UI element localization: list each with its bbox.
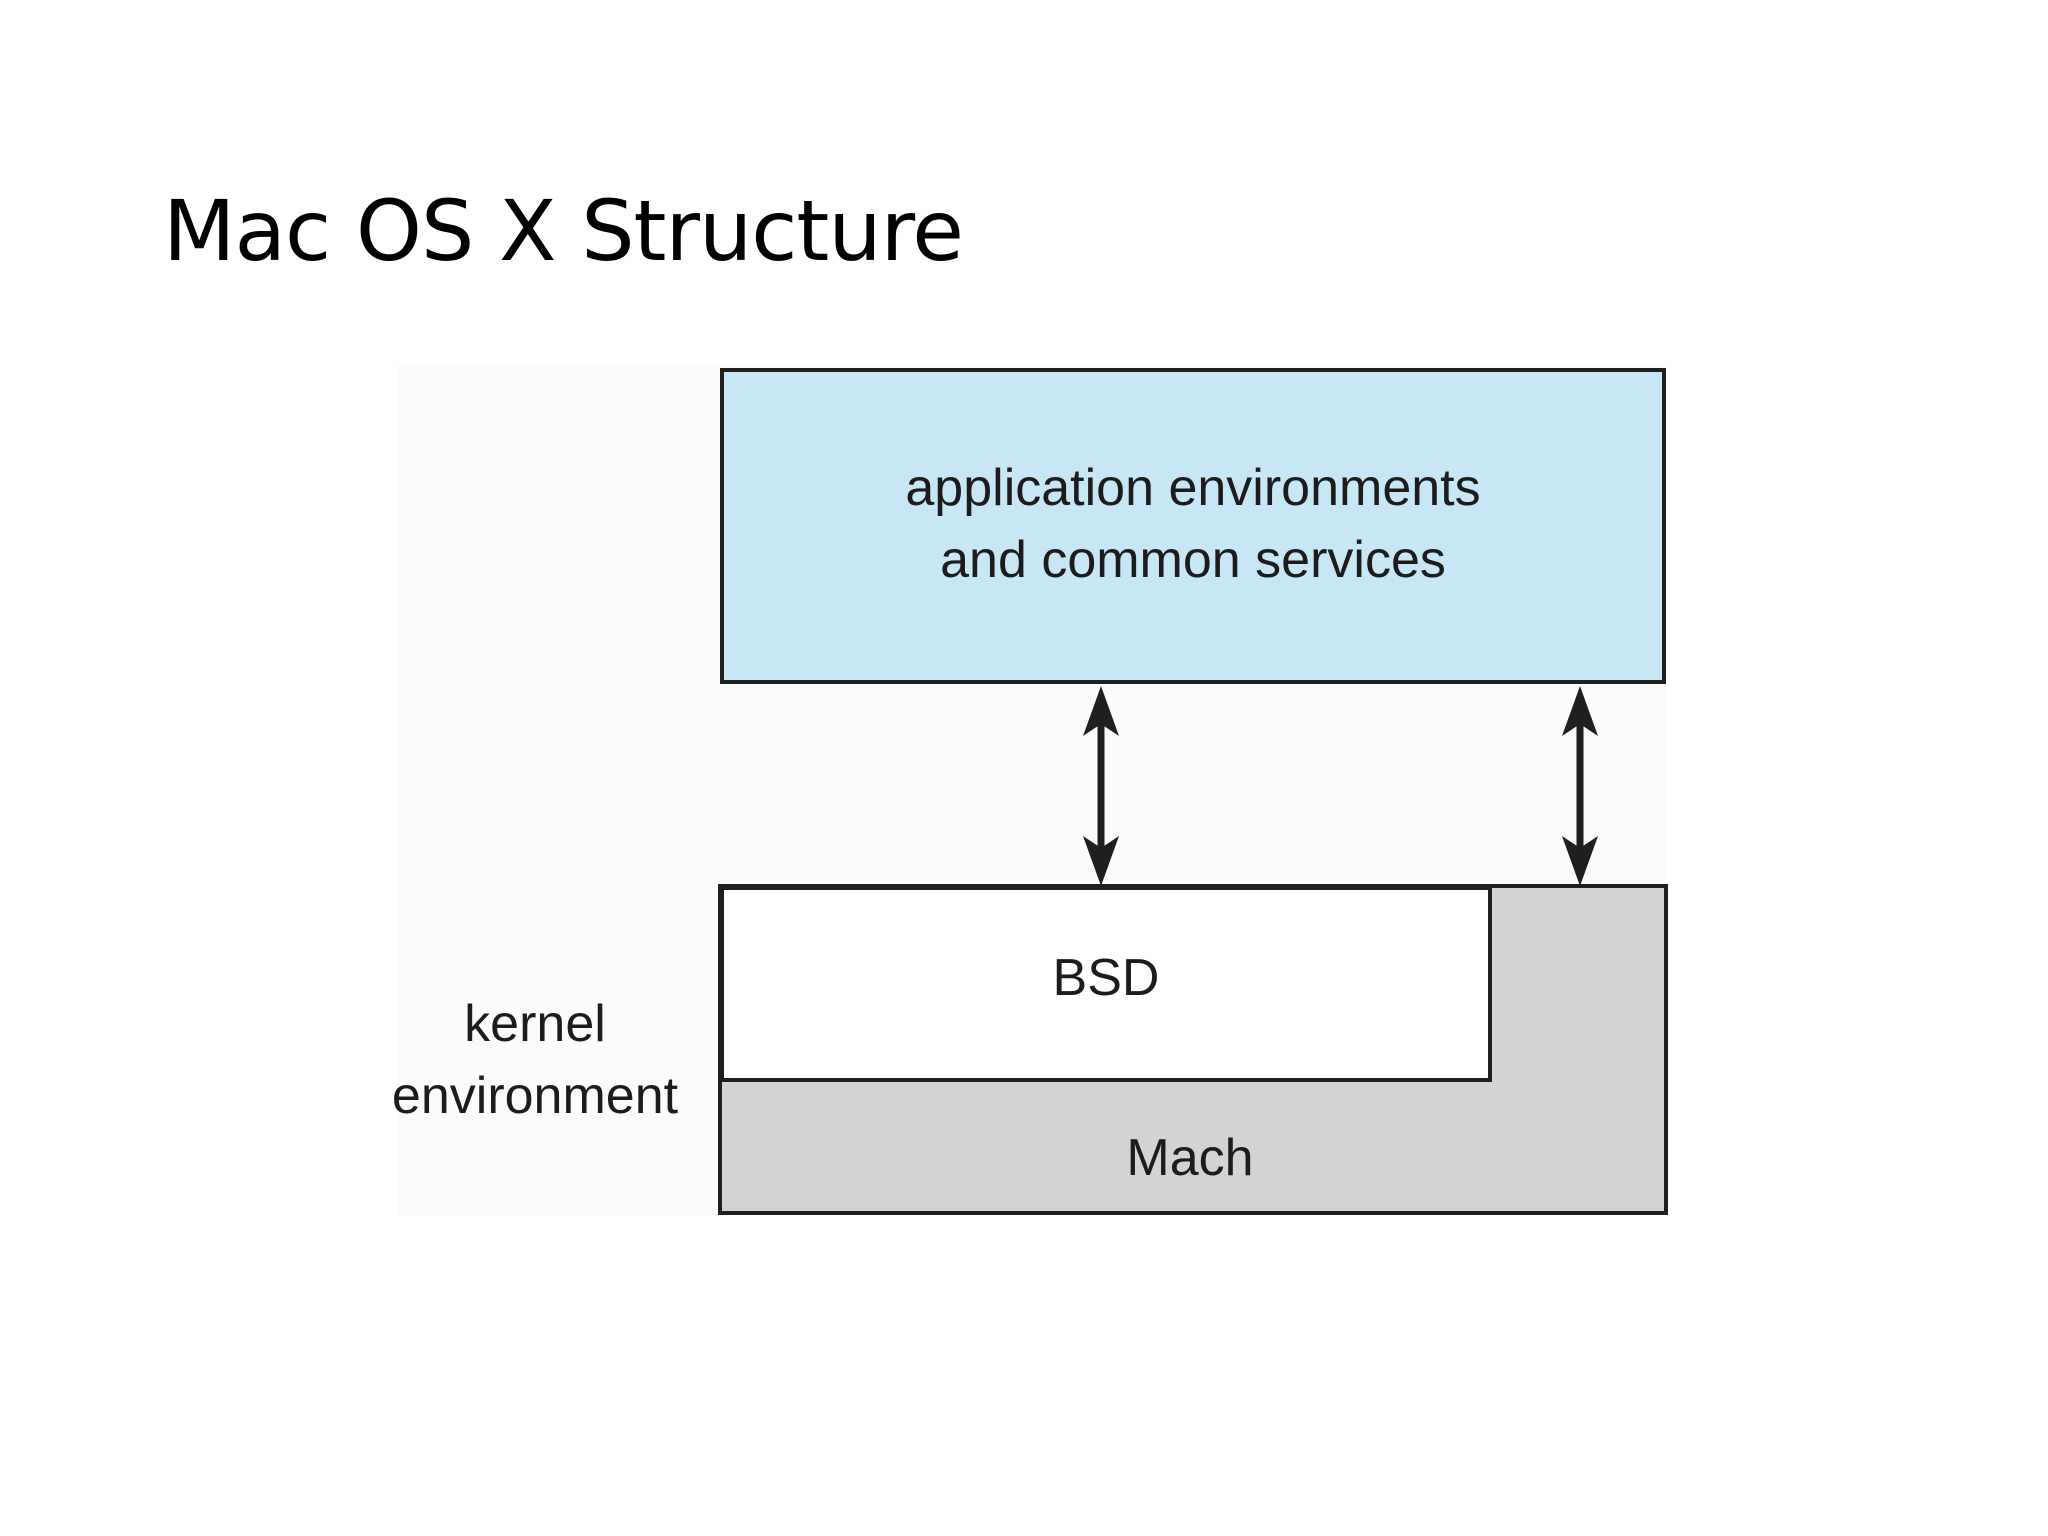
application-environments-label: application environments and common serv… [905, 459, 1481, 589]
slide-title: Mac OS X Structure [163, 182, 964, 280]
application-environments-box: application environments and common serv… [720, 368, 1666, 684]
bsd-box: BSD [720, 886, 1492, 1082]
double-arrow-icon-app-bsd [1083, 686, 1119, 886]
double-arrow-icon-app-mach [1562, 686, 1598, 886]
kernel-environment-label: kernel environment [391, 995, 679, 1125]
bsd-label: BSD [1052, 949, 1160, 1007]
mach-label: Mach [1126, 1129, 1254, 1187]
